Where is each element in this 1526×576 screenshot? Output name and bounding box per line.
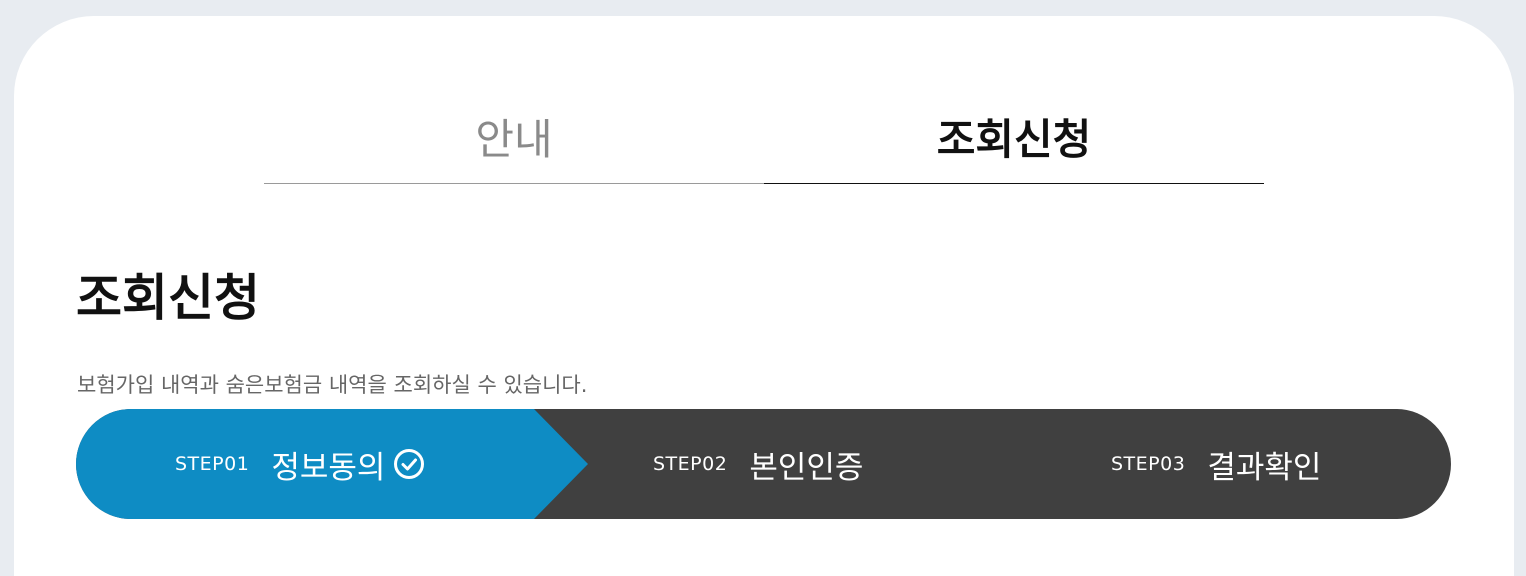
tab-bar: 안내 조회신청 [264,90,1264,184]
page-description: 보험가입 내역과 숨은보험금 내역을 조회하실 수 있습니다. [77,373,588,397]
step-2-label: 본인인증 [749,449,864,486]
step-3-label: 결과확인 [1207,449,1322,486]
step-indicator: STEP01 정보동의 STEP02 본인인증 STEP03 결과확인 [76,409,1451,519]
step-2-number: STEP02 [653,453,728,475]
step-1: STEP01 정보동의 [175,409,425,519]
tab-guide[interactable]: 안내 [264,90,764,184]
page-title: 조회신청 [76,269,260,327]
step-3: STEP03 결과확인 [1111,409,1321,519]
step-1-label: 정보동의 [271,449,386,486]
step-2: STEP02 본인인증 [653,409,863,519]
step-3-number: STEP03 [1111,453,1186,475]
check-circle-icon [394,449,425,479]
active-step-shape [76,409,588,519]
tab-inquiry-request[interactable]: 조회신청 [764,90,1264,184]
step-1-number: STEP01 [175,453,250,475]
